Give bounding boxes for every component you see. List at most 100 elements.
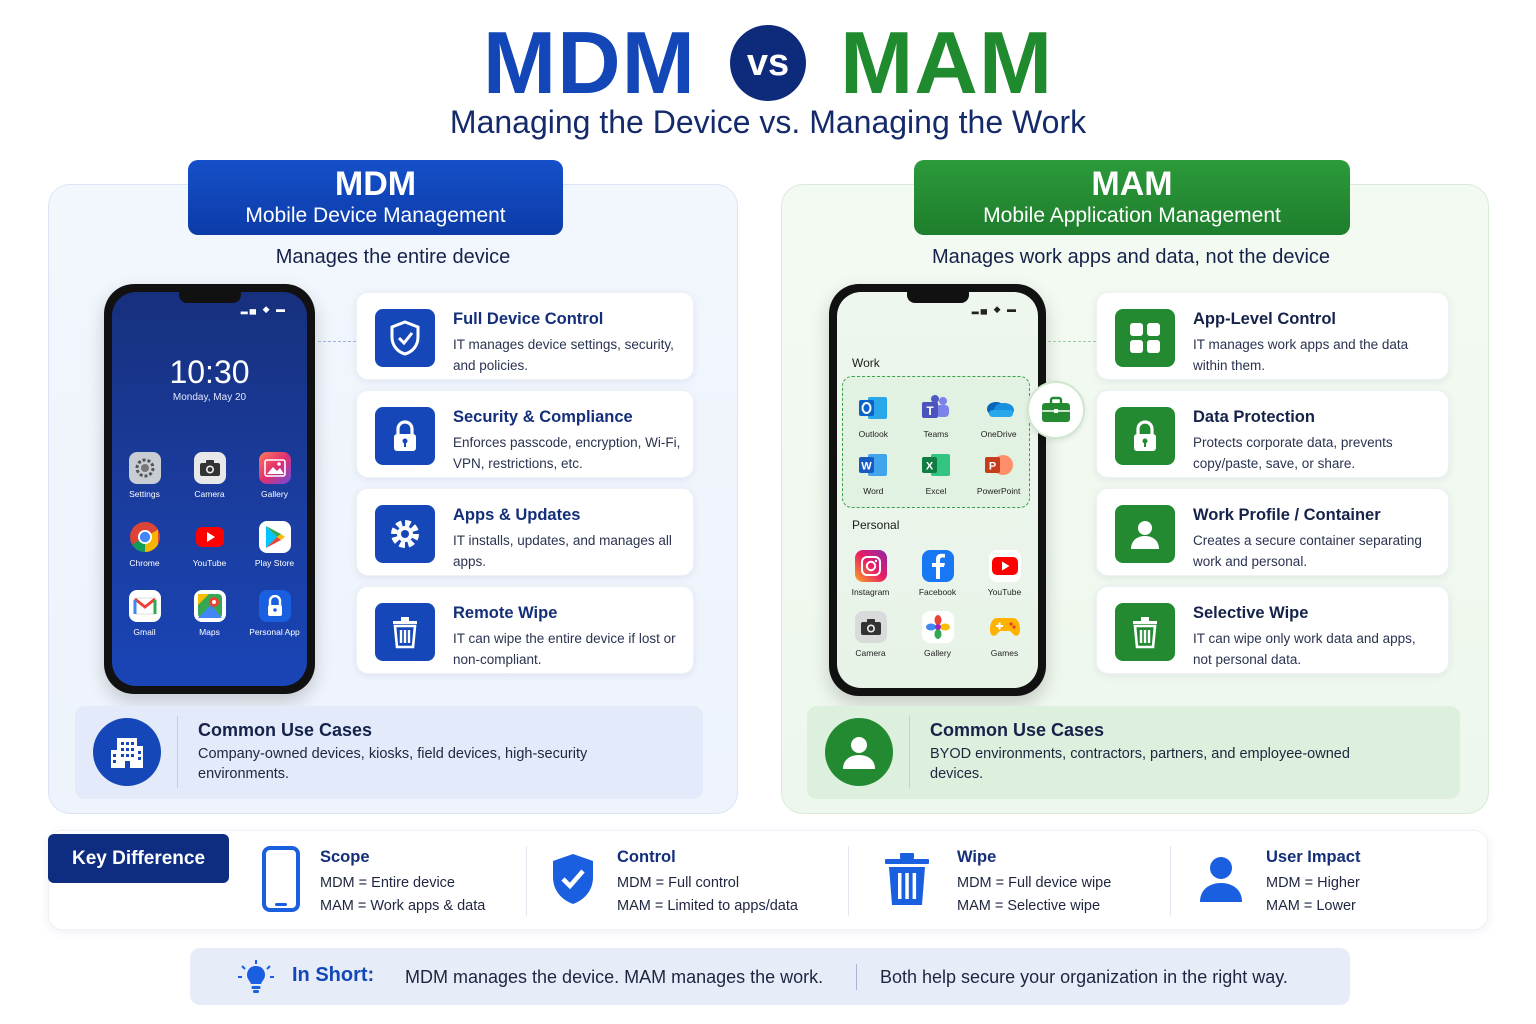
instagram-icon bbox=[854, 550, 887, 582]
mdm-app-grid: Settings Camera Gallery Chrome bbox=[112, 452, 307, 637]
app-camera[interactable]: Camera bbox=[177, 452, 242, 499]
mam-feature-card: App-Level Control IT manages work apps a… bbox=[1096, 292, 1449, 380]
personal-app-grid: Instagram Facebook YouTube Camera bbox=[837, 550, 1038, 658]
app-settings[interactable]: Settings bbox=[112, 452, 177, 499]
mdm-ribbon-subtitle: Mobile Device Management bbox=[245, 204, 506, 227]
title-mdm: MDM bbox=[482, 13, 696, 112]
gallery-icon bbox=[921, 611, 954, 643]
play-store-icon bbox=[258, 521, 291, 553]
mam-use-cases: Common Use Cases BYOD environments, cont… bbox=[807, 706, 1460, 799]
app-personal-app[interactable]: Personal App bbox=[242, 590, 307, 637]
work-label: Work bbox=[852, 356, 880, 370]
app-gmail[interactable]: Gmail bbox=[112, 590, 177, 637]
mdm-feature-card: Apps & Updates IT installs, updates, and… bbox=[356, 488, 694, 576]
app-youtube[interactable]: YouTube bbox=[177, 521, 242, 568]
mdm-ribbon: MDM Mobile Device Management bbox=[188, 160, 563, 235]
app-youtube[interactable]: YouTube bbox=[971, 550, 1038, 597]
user-icon bbox=[1196, 845, 1246, 913]
mdm-phone-screen: ▂▄ ◆ ▬ 10:30 Monday, May 20 Settings Cam… bbox=[112, 292, 307, 686]
work-app-grid: Outlook T Teams OneDrive W Word bbox=[842, 392, 1030, 496]
youtube-icon bbox=[988, 550, 1021, 582]
in-short-bar: In Short: MDM manages the device. MAM ma… bbox=[190, 948, 1350, 1005]
svg-text:T: T bbox=[926, 404, 934, 418]
in-short-label: In Short: bbox=[292, 964, 375, 986]
mam-phone: ▂▄ ◆ ▬ Work Outlook T Teams OneDrive bbox=[829, 284, 1046, 696]
mam-feature-card: Data Protection Protects corporate data,… bbox=[1096, 390, 1449, 478]
mam-feature-card: Selective Wipe IT can wipe only work dat… bbox=[1096, 586, 1449, 674]
mdm-phone: ▂▄ ◆ ▬ 10:30 Monday, May 20 Settings Cam… bbox=[104, 284, 315, 694]
svg-text:X: X bbox=[926, 461, 934, 473]
vs-badge: vs bbox=[730, 25, 806, 101]
lightbulb-icon bbox=[238, 960, 274, 1001]
status-icons: ▂▄ ◆ ▬ bbox=[971, 304, 1018, 314]
lock-icon bbox=[258, 590, 291, 622]
mam-tagline: Manages work apps and data, not the devi… bbox=[931, 246, 1331, 268]
app-facebook[interactable]: Facebook bbox=[904, 550, 971, 597]
apps-grid-icon bbox=[1115, 309, 1175, 367]
mdm-feature-card: Full Device Control IT manages device se… bbox=[356, 292, 694, 380]
app-camera[interactable]: Camera bbox=[837, 611, 904, 658]
mdm-feature-card: Security & Compliance Enforces passcode,… bbox=[356, 390, 694, 478]
app-games[interactable]: Games bbox=[971, 611, 1038, 658]
app-gallery[interactable]: Gallery bbox=[242, 452, 307, 499]
use-cases-title: Common Use Cases bbox=[198, 720, 373, 740]
outlook-icon bbox=[857, 392, 889, 424]
gamepad-icon bbox=[989, 611, 1021, 643]
phone-date: Monday, May 20 bbox=[172, 392, 247, 403]
trash-icon bbox=[1115, 603, 1175, 661]
mam-ribbon: MAM Mobile Application Management bbox=[914, 160, 1350, 235]
briefcase-icon bbox=[1027, 381, 1085, 439]
maps-icon bbox=[193, 590, 226, 622]
status-icons: ▂▄ ◆ ▬ bbox=[240, 304, 287, 314]
phone-clock: 10:30 bbox=[169, 354, 250, 390]
excel-icon: X bbox=[920, 449, 952, 481]
gallery-icon bbox=[258, 452, 291, 484]
gmail-icon bbox=[128, 590, 161, 622]
in-short-text-1: MDM manages the device. MAM manages the … bbox=[405, 967, 824, 987]
app-instagram[interactable]: Instagram bbox=[837, 550, 904, 597]
user-icon bbox=[1115, 505, 1175, 563]
camera-icon bbox=[854, 611, 887, 643]
title-row: MDM vs MAM bbox=[0, 14, 1536, 112]
app-onedrive[interactable]: OneDrive bbox=[967, 392, 1030, 439]
word-icon: W bbox=[857, 449, 889, 481]
app-word[interactable]: W Word bbox=[842, 449, 905, 496]
svg-text:W: W bbox=[862, 461, 873, 473]
powerpoint-icon: P bbox=[983, 449, 1015, 481]
trash-icon bbox=[375, 603, 435, 661]
mam-connector bbox=[1048, 341, 1096, 342]
shield-check-icon bbox=[548, 845, 598, 913]
mdm-use-cases: Common Use Cases Company-owned devices, … bbox=[75, 706, 703, 799]
app-gallery[interactable]: Gallery bbox=[904, 611, 971, 658]
user-icon bbox=[825, 718, 893, 786]
app-maps[interactable]: Maps bbox=[177, 590, 242, 637]
camera-icon bbox=[193, 452, 226, 484]
mdm-ribbon-title: MDM bbox=[334, 165, 417, 203]
mdm-connector bbox=[318, 341, 356, 342]
app-outlook[interactable]: Outlook bbox=[842, 392, 905, 439]
onedrive-icon bbox=[983, 392, 1015, 424]
youtube-icon bbox=[194, 521, 226, 553]
page-subtitle: Managing the Device vs. Managing the Wor… bbox=[449, 104, 1087, 140]
app-powerpoint[interactable]: P PowerPoint bbox=[967, 449, 1030, 496]
lock-icon bbox=[375, 407, 435, 465]
app-excel[interactable]: X Excel bbox=[905, 449, 968, 496]
title-mam: MAM bbox=[840, 13, 1054, 112]
chrome-icon bbox=[129, 521, 161, 553]
use-cases-desc: Company-owned devices, kiosks, field dev… bbox=[198, 746, 588, 782]
phone-icon bbox=[256, 845, 306, 913]
key-difference-label: Key Difference bbox=[48, 834, 229, 883]
lock-icon bbox=[1115, 407, 1175, 465]
mam-ribbon-title: MAM bbox=[1091, 165, 1173, 203]
use-cases-title: Common Use Cases bbox=[930, 720, 1105, 740]
building-icon bbox=[93, 718, 161, 786]
mam-ribbon-subtitle: Mobile Application Management bbox=[983, 204, 1281, 227]
app-play-store[interactable]: Play Store bbox=[242, 521, 307, 568]
personal-label: Personal bbox=[852, 518, 900, 532]
gear-icon bbox=[375, 505, 435, 563]
teams-icon: T bbox=[920, 392, 952, 424]
app-teams[interactable]: T Teams bbox=[905, 392, 968, 439]
shield-check-icon bbox=[375, 309, 435, 367]
mam-feature-card: Work Profile / Container Creates a secur… bbox=[1096, 488, 1449, 576]
app-chrome[interactable]: Chrome bbox=[112, 521, 177, 568]
